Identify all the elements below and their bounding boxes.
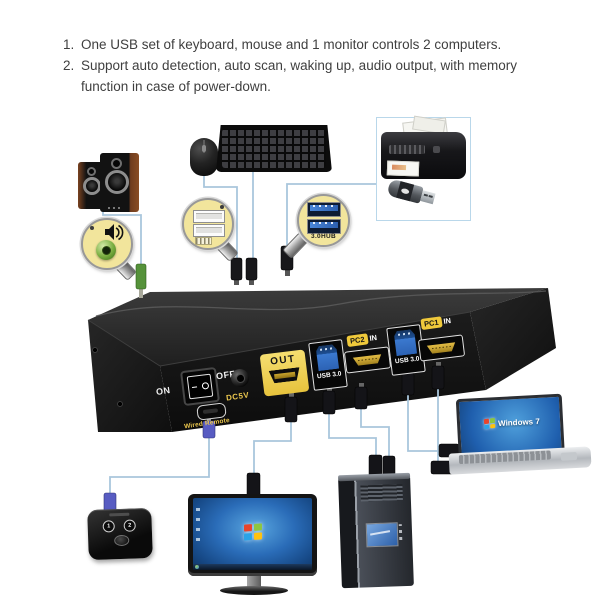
usb3-port-pc2: USB 3.0 bbox=[308, 339, 348, 391]
keyboard-usb-plug bbox=[245, 257, 258, 281]
top-wave-line bbox=[95, 290, 547, 317]
windows-logo-icon bbox=[483, 417, 496, 430]
taskbar bbox=[193, 564, 312, 570]
pc1-hdmi-plug bbox=[431, 365, 445, 390]
usb3-hub-label: 3.0HUB bbox=[311, 233, 336, 240]
drive-bays bbox=[360, 484, 403, 502]
cable-mouse bbox=[203, 174, 238, 260]
out-hdmi-plug bbox=[284, 396, 298, 423]
tweeter-icon bbox=[111, 158, 122, 169]
mouse-usb-plug bbox=[230, 257, 243, 281]
desktop-icons bbox=[196, 501, 200, 541]
tower-buttons bbox=[398, 524, 403, 541]
monitor-screen bbox=[193, 498, 312, 570]
usb-b-connector-icon bbox=[315, 344, 339, 371]
windows-logo-icon bbox=[244, 523, 262, 541]
woofer-icon bbox=[105, 170, 129, 194]
keyboard-keys bbox=[222, 129, 326, 168]
keyboard bbox=[216, 125, 332, 172]
cable-speakers-audio bbox=[102, 210, 142, 270]
laptop: Windows 7 bbox=[446, 392, 592, 487]
screw-icon bbox=[92, 347, 98, 353]
cable-wired-remote bbox=[109, 436, 210, 495]
mouse-scroll-wheel bbox=[202, 145, 206, 152]
cable-laptop-usb bbox=[407, 394, 440, 452]
monitor-stand-base bbox=[220, 586, 288, 595]
cable-printer bbox=[286, 183, 376, 248]
remote-plug-top bbox=[202, 420, 216, 439]
cable-tower-hdmi bbox=[360, 408, 390, 457]
power-toggle-switch bbox=[180, 366, 220, 407]
printer bbox=[381, 132, 466, 179]
feature-text: Support auto detection, auto scan, wakin… bbox=[81, 58, 518, 94]
feature-item: 1. One USB set of keyboard, mouse and 1 … bbox=[63, 34, 537, 55]
woofer-icon bbox=[83, 177, 101, 195]
hdmi-connector-icon bbox=[269, 367, 301, 384]
usb3-label: USB 3.0 bbox=[316, 370, 342, 381]
pc2-hdmi-plug bbox=[354, 386, 368, 410]
printer-button bbox=[433, 146, 440, 153]
speaker-left bbox=[78, 162, 104, 209]
laptop-os-label: Windows 7 bbox=[497, 416, 541, 429]
printer-output-paper bbox=[386, 160, 420, 177]
usb2-port-icon bbox=[193, 210, 225, 223]
desktop-tower bbox=[337, 472, 414, 591]
usb-flash-drive bbox=[386, 178, 436, 207]
cable-laptop-hdmi bbox=[433, 388, 439, 468]
usb3-hub-callout: 3.0HUB bbox=[297, 194, 350, 247]
screw-icon bbox=[220, 205, 224, 209]
remote-button-2: 2 bbox=[123, 519, 136, 532]
feature-number: 2. bbox=[63, 58, 75, 73]
remote-center-button bbox=[114, 534, 130, 547]
usb3-label: USB 3.0 bbox=[394, 355, 420, 366]
pc1-usb-plug bbox=[401, 372, 415, 396]
hdmi-connector-icon bbox=[353, 354, 383, 366]
usb2-port-icon bbox=[193, 224, 225, 237]
monitor-input-plug bbox=[246, 472, 261, 497]
speaker-buttons bbox=[108, 207, 122, 209]
usb2-hub-callout bbox=[182, 198, 234, 250]
switch-left-face bbox=[88, 320, 172, 432]
remote-button-1: 1 bbox=[102, 520, 115, 533]
power-on-label: ON bbox=[155, 385, 172, 397]
audio-plug-tip bbox=[139, 288, 143, 298]
usb-connector bbox=[420, 190, 436, 205]
printer-control-panel bbox=[389, 145, 425, 154]
laptop-touchpad bbox=[560, 451, 578, 461]
audio-plug bbox=[135, 263, 147, 290]
tweeter-icon bbox=[87, 167, 96, 176]
screw-icon bbox=[90, 226, 94, 230]
feature-item: 2. Support auto detection, auto scan, wa… bbox=[63, 55, 537, 97]
laptop-keyboard bbox=[458, 450, 552, 465]
port-sticker bbox=[195, 237, 212, 245]
speaker-icon bbox=[105, 224, 124, 241]
printer-box bbox=[376, 115, 471, 221]
start-orb-icon bbox=[195, 565, 199, 569]
mouse bbox=[190, 138, 218, 176]
audio-jack-callout bbox=[81, 218, 133, 270]
switch-right-face bbox=[470, 288, 556, 390]
hdmi-connector-icon bbox=[427, 342, 457, 354]
usb-b-connector-icon bbox=[393, 329, 417, 356]
feature-text: One USB set of keyboard, mouse and 1 mon… bbox=[81, 37, 502, 52]
hdmi-out-port: OUT bbox=[259, 349, 310, 397]
audio-jack-icon bbox=[96, 240, 116, 260]
wired-remote-pad: 1 2 bbox=[87, 507, 153, 561]
screw-icon bbox=[117, 401, 123, 407]
feature-list: 1. One USB set of keyboard, mouse and 1 … bbox=[63, 34, 537, 97]
out-label: OUT bbox=[269, 353, 297, 368]
cables bbox=[102, 170, 440, 495]
pc2-usb-plug bbox=[322, 390, 336, 415]
speaker-right bbox=[100, 153, 139, 212]
cable-monitor-hdmi bbox=[253, 421, 292, 474]
feature-number: 1. bbox=[63, 37, 75, 52]
usb3-port-icon bbox=[307, 219, 341, 234]
monitor-stand-neck bbox=[247, 576, 261, 587]
cable-tower-usb bbox=[328, 413, 377, 456]
tower-lcd-display bbox=[365, 522, 399, 548]
monitor bbox=[188, 494, 317, 576]
usb3-port-icon bbox=[307, 202, 341, 217]
